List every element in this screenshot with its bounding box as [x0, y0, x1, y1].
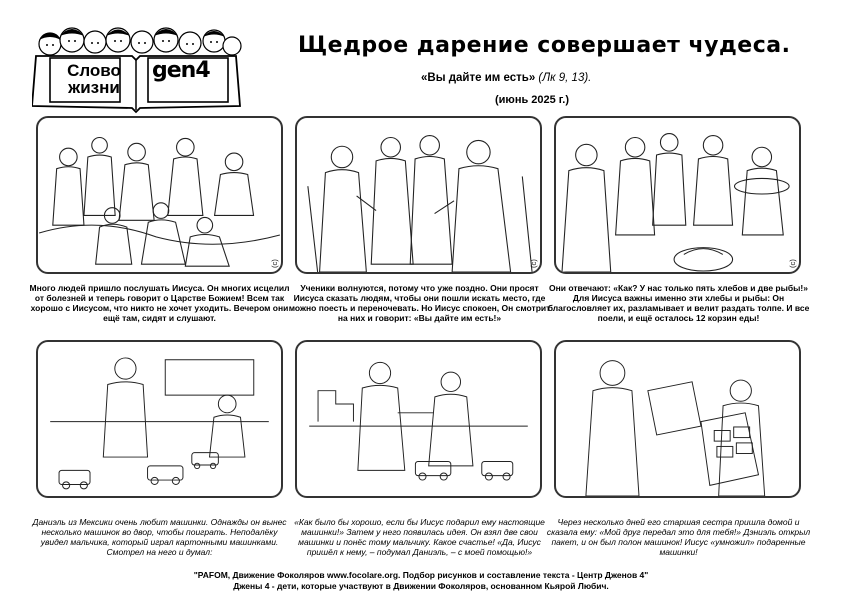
page-title: Щедрое дарение совершает чудеса. — [298, 33, 791, 58]
panel-3-illustration: (c) Gen4 PAFOM — [554, 116, 801, 274]
logo-line1: Слово — [67, 61, 121, 80]
quote: «Вы дайте им есть» — [421, 72, 536, 84]
panel-6-illustration: (c) Gen4 PAFOM — [554, 340, 801, 498]
gen4-logo — [32, 27, 242, 114]
gen4-brand: gen4 — [152, 58, 211, 83]
subtitle: «Вы дайте им есть» (Лк 9, 13). — [421, 72, 591, 84]
logo-line2: жизни — [68, 78, 120, 97]
panel-2-illustration: (c) Gen4 PAFOM — [295, 116, 542, 274]
sister-package-drawing — [585, 360, 766, 496]
caption-4: Даниэль из Мексики очень любит машинки. … — [32, 517, 287, 557]
caption-2: Ученики волнуются, потому что уже поздно… — [288, 283, 551, 323]
disciples-drawing — [307, 135, 533, 272]
crowd-drawing — [38, 136, 281, 267]
caption-6: Через несколько дней его старшая сестра … — [546, 517, 811, 557]
loaves-fish-drawing — [561, 133, 790, 272]
caption-1: Много людей пришло послушать Иисуса. Он … — [29, 283, 290, 323]
copyright: (c) Gen4 PAFOM — [538, 488, 542, 498]
copyright: (c) Gen4 PAFOM — [788, 249, 801, 268]
copyright: (c) Gen4 PAFOM — [797, 488, 801, 498]
boy-with-cars-drawing — [50, 357, 269, 490]
copyright: (c) Gen4 PAFOM — [529, 249, 542, 268]
panel-4-illustration: (c) Gen4 PAFOM — [36, 340, 283, 498]
footer-line2: Джены 4 - дети, которые участвуют в Движ… — [233, 581, 609, 591]
footer-line1: "PAFOM, Движение Фоколяров www.focolare.… — [193, 570, 649, 580]
logo-text: Слово жизни — [58, 62, 130, 96]
panel-1-illustration: (c) Gen4 PAFOM — [36, 116, 283, 274]
panel-5-illustration: (c) Gen4 PAFOM — [295, 340, 542, 498]
giving-cars-drawing — [309, 361, 528, 481]
copyright: (c) Gen4 PAFOM — [270, 249, 283, 268]
copyright: (c) Gen4 PAFOM — [279, 488, 283, 498]
reference: (Лк 9, 13). — [538, 72, 592, 84]
date: (июнь 2025 г.) — [495, 94, 570, 106]
caption-3: Они отвечают: «Как? У нас только пять хл… — [547, 283, 810, 323]
caption-5: «Как было бы хорошо, если бы Иисус подар… — [294, 517, 545, 557]
